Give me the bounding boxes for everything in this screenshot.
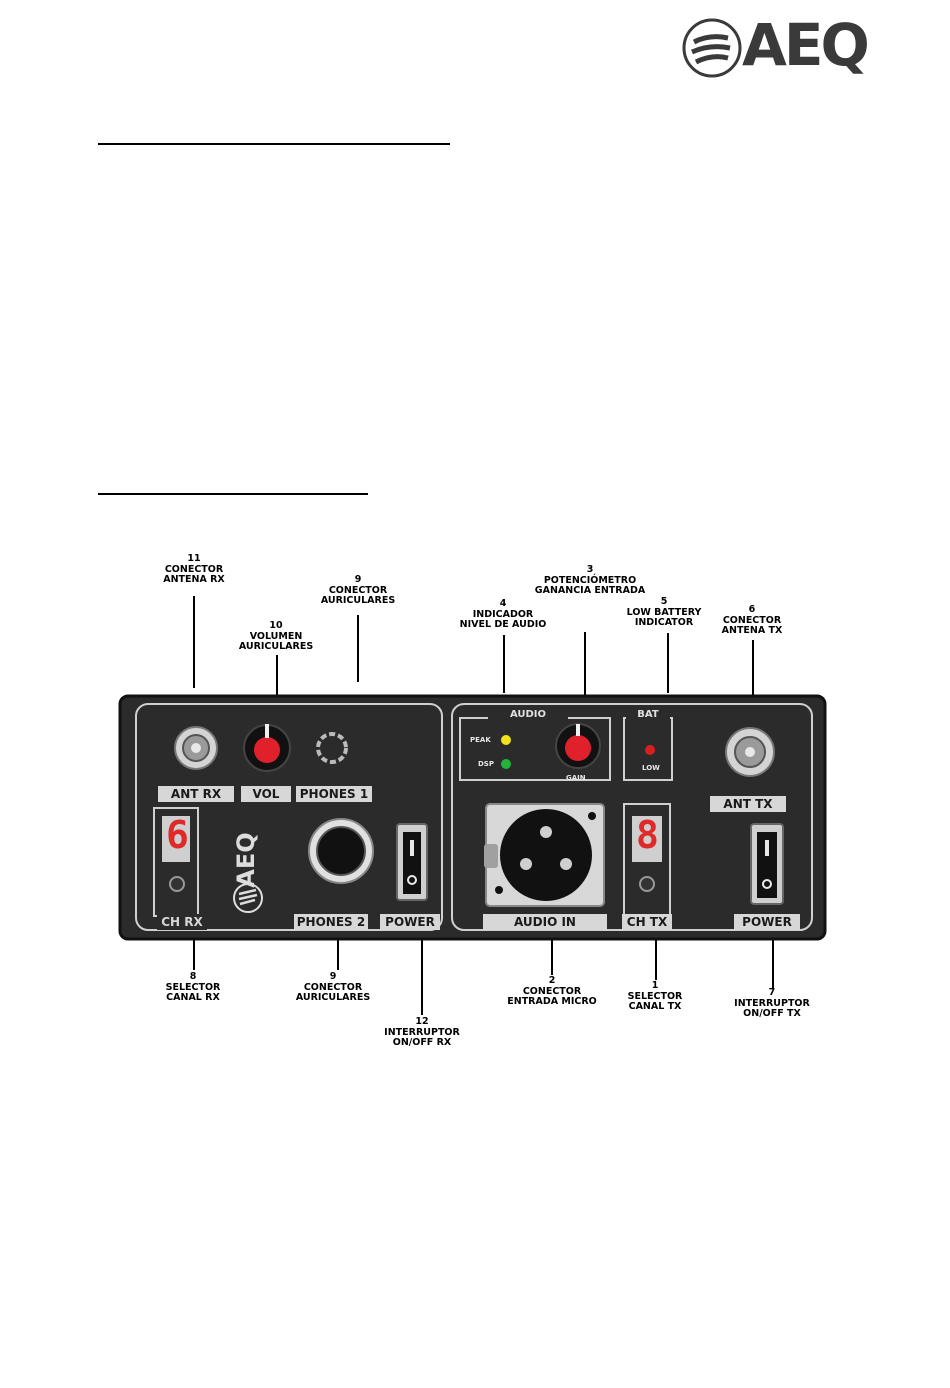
vol-label: VOL (241, 786, 291, 802)
ant-rx-connector-icon (174, 726, 218, 770)
leader-line-4 (503, 635, 505, 693)
leader-line-9-bottom (337, 935, 339, 970)
section-rule-1 (98, 143, 450, 145)
dsp-led-icon (501, 759, 511, 769)
aeq-logo-icon (682, 18, 742, 78)
device-front-panel (118, 694, 827, 941)
brand-logo-text: AEQ (742, 11, 870, 79)
peak-led-icon (501, 735, 511, 745)
leader-line-2 (551, 935, 553, 975)
section-rule-2 (98, 493, 368, 495)
bat-label: BAT (626, 707, 670, 723)
low-battery-led-icon (645, 745, 655, 755)
leader-line-1 (655, 935, 657, 980)
vol-knob-icon (243, 724, 291, 772)
gain-label: GAIN (566, 774, 586, 782)
power-rx-label: POWER (380, 914, 440, 930)
ch-tx-label: CH TX (622, 914, 672, 930)
rx-module-outline (135, 703, 443, 931)
ant-tx-connector-icon (725, 727, 775, 777)
rx-channel-digit: 6 (166, 813, 189, 857)
xlr-audio-in-connector-icon (484, 803, 605, 907)
ch-tx-button-icon (639, 876, 655, 892)
power-tx-switch-icon (750, 823, 784, 905)
gain-knob-icon (555, 723, 601, 769)
leader-line-10 (276, 655, 278, 727)
phones1-label: PHONES 1 (296, 786, 372, 802)
ant-tx-label: ANT TX (710, 796, 786, 812)
leader-line-9-top (357, 615, 359, 682)
leader-line-7 (772, 910, 774, 988)
tx-channel-digit: 8 (636, 813, 659, 857)
rx-display-window (162, 816, 190, 862)
audio-group-label: AUDIO (488, 707, 568, 723)
panel-logo-mark-icon (233, 883, 263, 913)
tx-display-window (632, 816, 662, 862)
ch-rx-button-icon (169, 876, 185, 892)
phones2-jack-icon (308, 818, 374, 884)
power-rx-switch-icon (396, 823, 428, 901)
ant-rx-label: ANT RX (158, 786, 234, 802)
power-tx-label: POWER (734, 914, 800, 930)
leader-line-5 (667, 633, 669, 693)
leader-line-11 (193, 596, 195, 688)
audio-in-label: AUDIO IN (483, 914, 607, 930)
dsp-label: DSP (478, 760, 494, 768)
tx-module-outline (451, 703, 813, 931)
panel-logo-text: AEQ (232, 832, 260, 888)
leader-line-8 (193, 935, 195, 970)
phones2-label: PHONES 2 (294, 914, 368, 930)
peak-label: PEAK (470, 736, 491, 744)
ch-rx-label: CH RX (157, 914, 207, 930)
leader-line-3 (584, 632, 586, 740)
phones1-jack-icon (316, 732, 348, 764)
low-battery-label: LOW (642, 764, 660, 772)
